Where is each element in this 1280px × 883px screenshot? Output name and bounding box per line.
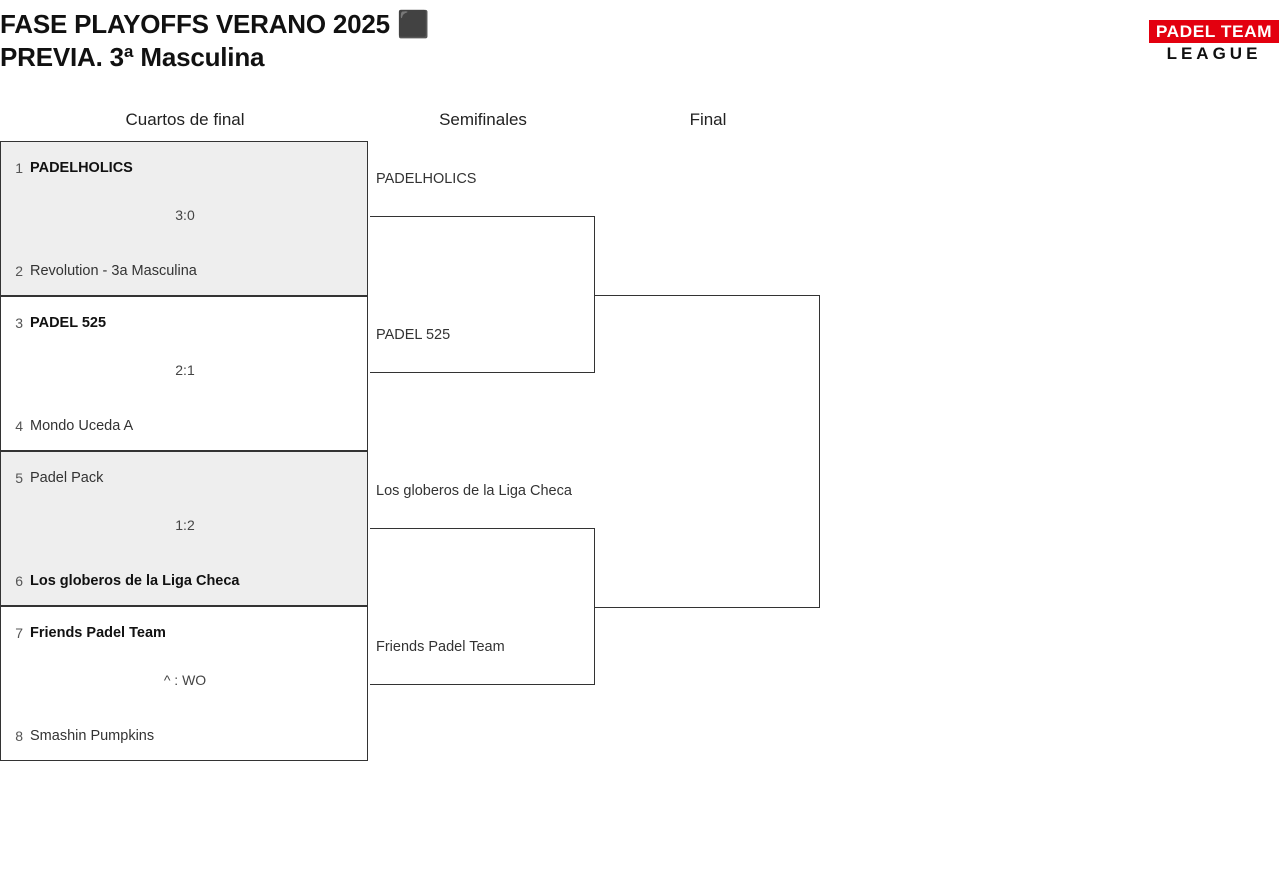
connector-box-sf-1 (370, 216, 595, 373)
match-slot-bottom[interactable]: 4 Mondo Uceda A (1, 413, 369, 439)
match-score: 1:2 (175, 517, 195, 533)
round-header-semifinals: Semifinales (439, 110, 527, 129)
seed-number: 7 (15, 625, 23, 641)
match-slot-bottom[interactable]: 6 Los globeros de la Liga Checa (1, 568, 369, 594)
seed-number: 8 (15, 728, 23, 744)
page-title-line-1: FASE PLAYOFFS VERANO 2025 ⬛ (0, 9, 430, 39)
match-score: 3:0 (175, 207, 195, 223)
semifinal-2-bottom-team[interactable]: Friends Padel Team (376, 639, 505, 655)
semifinal-1-bottom-team[interactable]: PADEL 525 (376, 327, 451, 343)
padel-team-league-logo: PADEL TEAM LEAGUE (1148, 19, 1280, 65)
match-box-qf-4[interactable]: 7 Friends Padel Team ^ : WO 8 Smashin Pu… (0, 606, 368, 761)
match-box-qf-2[interactable]: 3 PADEL 525 2:1 4 Mondo Uceda A (0, 296, 368, 451)
match-slot-top[interactable]: 3 PADEL 525 (1, 310, 369, 336)
match-box-qf-1[interactable]: 1 PADELHOLICS 3:0 2 Revolution - 3a Masc… (0, 141, 368, 296)
connector-box-final (595, 295, 820, 608)
match-slot-top[interactable]: 1 PADELHOLICS (1, 155, 369, 181)
page-title-line-2: PREVIA. 3ª Masculina (0, 42, 265, 72)
match-score: ^ : WO (163, 672, 207, 688)
team-name: Friends Padel Team (30, 625, 166, 641)
logo-top-band: PADEL TEAM (1149, 20, 1279, 43)
seed-number: 3 (15, 315, 23, 331)
logo-bottom-band: LEAGUE (1149, 43, 1279, 64)
seed-number: 6 (15, 573, 23, 589)
team-name: Los globeros de la Liga Checa (30, 573, 240, 589)
team-name: Revolution - 3a Masculina (30, 263, 197, 279)
logo-top-text: PADEL TEAM (1155, 21, 1273, 41)
logo-bottom-text: LEAGUE (1166, 43, 1262, 63)
match-slot-top[interactable]: 5 Padel Pack (1, 465, 369, 491)
match-slot-bottom[interactable]: 2 Revolution - 3a Masculina (1, 258, 369, 284)
team-name: Smashin Pumpkins (30, 728, 155, 744)
match-slot-top[interactable]: 7 Friends Padel Team (1, 620, 369, 646)
team-name: PADELHOLICS (30, 160, 133, 176)
team-name: Mondo Uceda A (30, 418, 134, 434)
team-name: PADEL 525 (30, 315, 107, 331)
round-header-final: Final (689, 110, 727, 129)
page-header: FASE PLAYOFFS VERANO 2025 ⬛ PREVIA. 3ª M… (0, 0, 1280, 88)
team-name: Padel Pack (30, 470, 104, 486)
match-box-qf-3[interactable]: 5 Padel Pack 1:2 6 Los globeros de la Li… (0, 451, 368, 606)
match-slot-bottom[interactable]: 8 Smashin Pumpkins (1, 723, 369, 749)
page-title: FASE PLAYOFFS VERANO 2025 ⬛ PREVIA. 3ª M… (0, 8, 900, 74)
semifinal-1-top-team[interactable]: PADELHOLICS (376, 171, 477, 187)
seed-number: 4 (15, 418, 23, 434)
connector-box-sf-2 (370, 528, 595, 685)
seed-number: 5 (15, 470, 23, 486)
round-header-quarterfinals: Cuartos de final (125, 110, 245, 129)
seed-number: 2 (15, 263, 23, 279)
seed-number: 1 (15, 160, 23, 176)
semifinal-2-top-team[interactable]: Los globeros de la Liga Checa (376, 483, 572, 499)
match-score: 2:1 (175, 362, 195, 378)
